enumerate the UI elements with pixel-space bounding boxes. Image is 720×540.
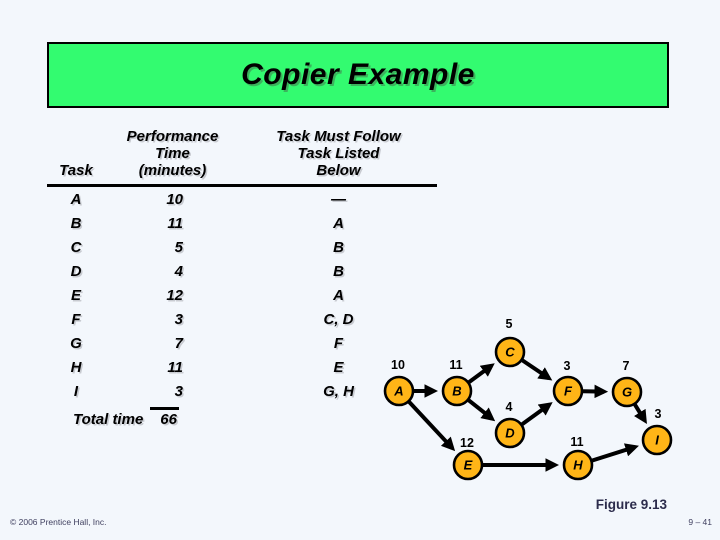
- time-cell: 11: [167, 359, 183, 376]
- node-letter-H: H: [573, 458, 583, 473]
- copyright: © 2006 Prentice Hall, Inc.: [10, 517, 107, 527]
- follows-cell: C, D: [323, 311, 354, 328]
- header-task-listed: Task Listed: [297, 145, 380, 162]
- node-letter-I: I: [655, 433, 659, 448]
- total-value: 66: [150, 407, 179, 428]
- edge-A-E: [407, 400, 456, 452]
- node-H: [562, 449, 594, 481]
- node-time-B: 11: [449, 358, 462, 372]
- follows-cell: E: [333, 359, 344, 376]
- header-performance: Performance: [126, 128, 219, 145]
- slide-title: Copier Example: [241, 58, 475, 91]
- node-time-D: 4: [506, 400, 513, 414]
- time-cell: 12: [166, 287, 183, 304]
- node-F: [552, 375, 584, 407]
- node-time-C: 5: [506, 317, 513, 331]
- header-below: Below: [316, 162, 361, 179]
- node-time-G: 7: [623, 359, 630, 373]
- total-label: Total time: [73, 411, 144, 428]
- edge-B-D: [467, 398, 496, 422]
- node-B: [441, 375, 473, 407]
- task-cell: I: [73, 383, 79, 400]
- table-row: G 7 F: [47, 332, 437, 356]
- header-minutes: (minutes): [138, 162, 207, 179]
- follows-cell: A: [333, 215, 344, 232]
- edge-H-I: [591, 443, 639, 463]
- title-banner: Copier Example: [47, 42, 669, 108]
- page-number: 9 – 41: [688, 517, 712, 527]
- header-line-2: Time Task Listed: [47, 145, 437, 162]
- task-cell: B: [70, 215, 82, 232]
- task-cell: A: [70, 191, 82, 208]
- node-time-A: 10: [391, 358, 405, 372]
- node-A: [383, 375, 415, 407]
- node-time-H: 11: [570, 435, 583, 449]
- follows-cell: G, H: [323, 383, 354, 400]
- node-letter-G: G: [622, 385, 632, 400]
- figure-label: Figure 9.13: [595, 497, 667, 512]
- table-row: C 5 B: [47, 236, 437, 260]
- header-rule: [47, 184, 437, 187]
- header-task: Task: [59, 162, 93, 179]
- node-letter-B: B: [452, 384, 461, 399]
- node-letter-C: C: [505, 345, 515, 360]
- follows-cell: B: [333, 239, 344, 256]
- table-row: H 11 E: [47, 356, 437, 380]
- node-time-F: 3: [564, 359, 571, 373]
- task-cell: E: [70, 287, 81, 304]
- edge-G-I: [633, 403, 647, 424]
- header-line-3: Task (minutes) Below: [47, 162, 437, 179]
- table-row: A 10 —: [47, 188, 437, 212]
- table-row: D 4 B: [47, 260, 437, 284]
- table-row: E 12 A: [47, 284, 437, 308]
- follows-cell: —: [331, 191, 346, 208]
- edge-D-F: [520, 402, 553, 426]
- task-cell: D: [70, 263, 82, 280]
- task-cell: G: [70, 335, 82, 352]
- node-letter-F: F: [564, 384, 573, 399]
- task-cell: C: [70, 239, 82, 256]
- header-line-1: Performance Task Must Follow: [47, 128, 437, 145]
- node-I: [641, 424, 673, 456]
- time-cell: 10: [166, 191, 183, 208]
- time-cell: 4: [174, 263, 183, 280]
- table-header: Performance Task Must Follow Time Task L…: [47, 128, 437, 187]
- table-row: I 3 G, H: [47, 380, 437, 404]
- node-letter-D: D: [505, 426, 515, 441]
- task-cell: F: [71, 311, 81, 328]
- follows-cell: F: [333, 335, 344, 352]
- table-row: F 3 C, D: [47, 308, 437, 332]
- task-cell: H: [70, 359, 82, 376]
- node-time-E: 12: [460, 436, 474, 450]
- node-G: [611, 376, 643, 408]
- node-time-I: 3: [655, 407, 662, 421]
- node-C: [494, 336, 526, 368]
- time-cell: 3: [174, 311, 183, 328]
- node-E: [452, 449, 484, 481]
- time-cell: 5: [174, 239, 183, 256]
- node-letter-A: A: [393, 384, 403, 399]
- time-cell: 11: [167, 215, 183, 232]
- header-task-must-follow: Task Must Follow: [276, 128, 401, 145]
- node-D: [494, 417, 526, 449]
- total-row: Total time 66: [73, 407, 437, 428]
- follows-cell: A: [333, 287, 344, 304]
- time-cell: 7: [174, 335, 183, 352]
- follows-cell: B: [333, 263, 344, 280]
- node-letter-E: E: [464, 458, 473, 473]
- header-time: Time: [155, 145, 190, 162]
- table-row: B 11 A: [47, 212, 437, 236]
- edge-B-C: [467, 363, 495, 384]
- time-cell: 3: [174, 383, 183, 400]
- edge-C-F: [521, 358, 553, 381]
- task-table: Performance Task Must Follow Time Task L…: [47, 128, 437, 428]
